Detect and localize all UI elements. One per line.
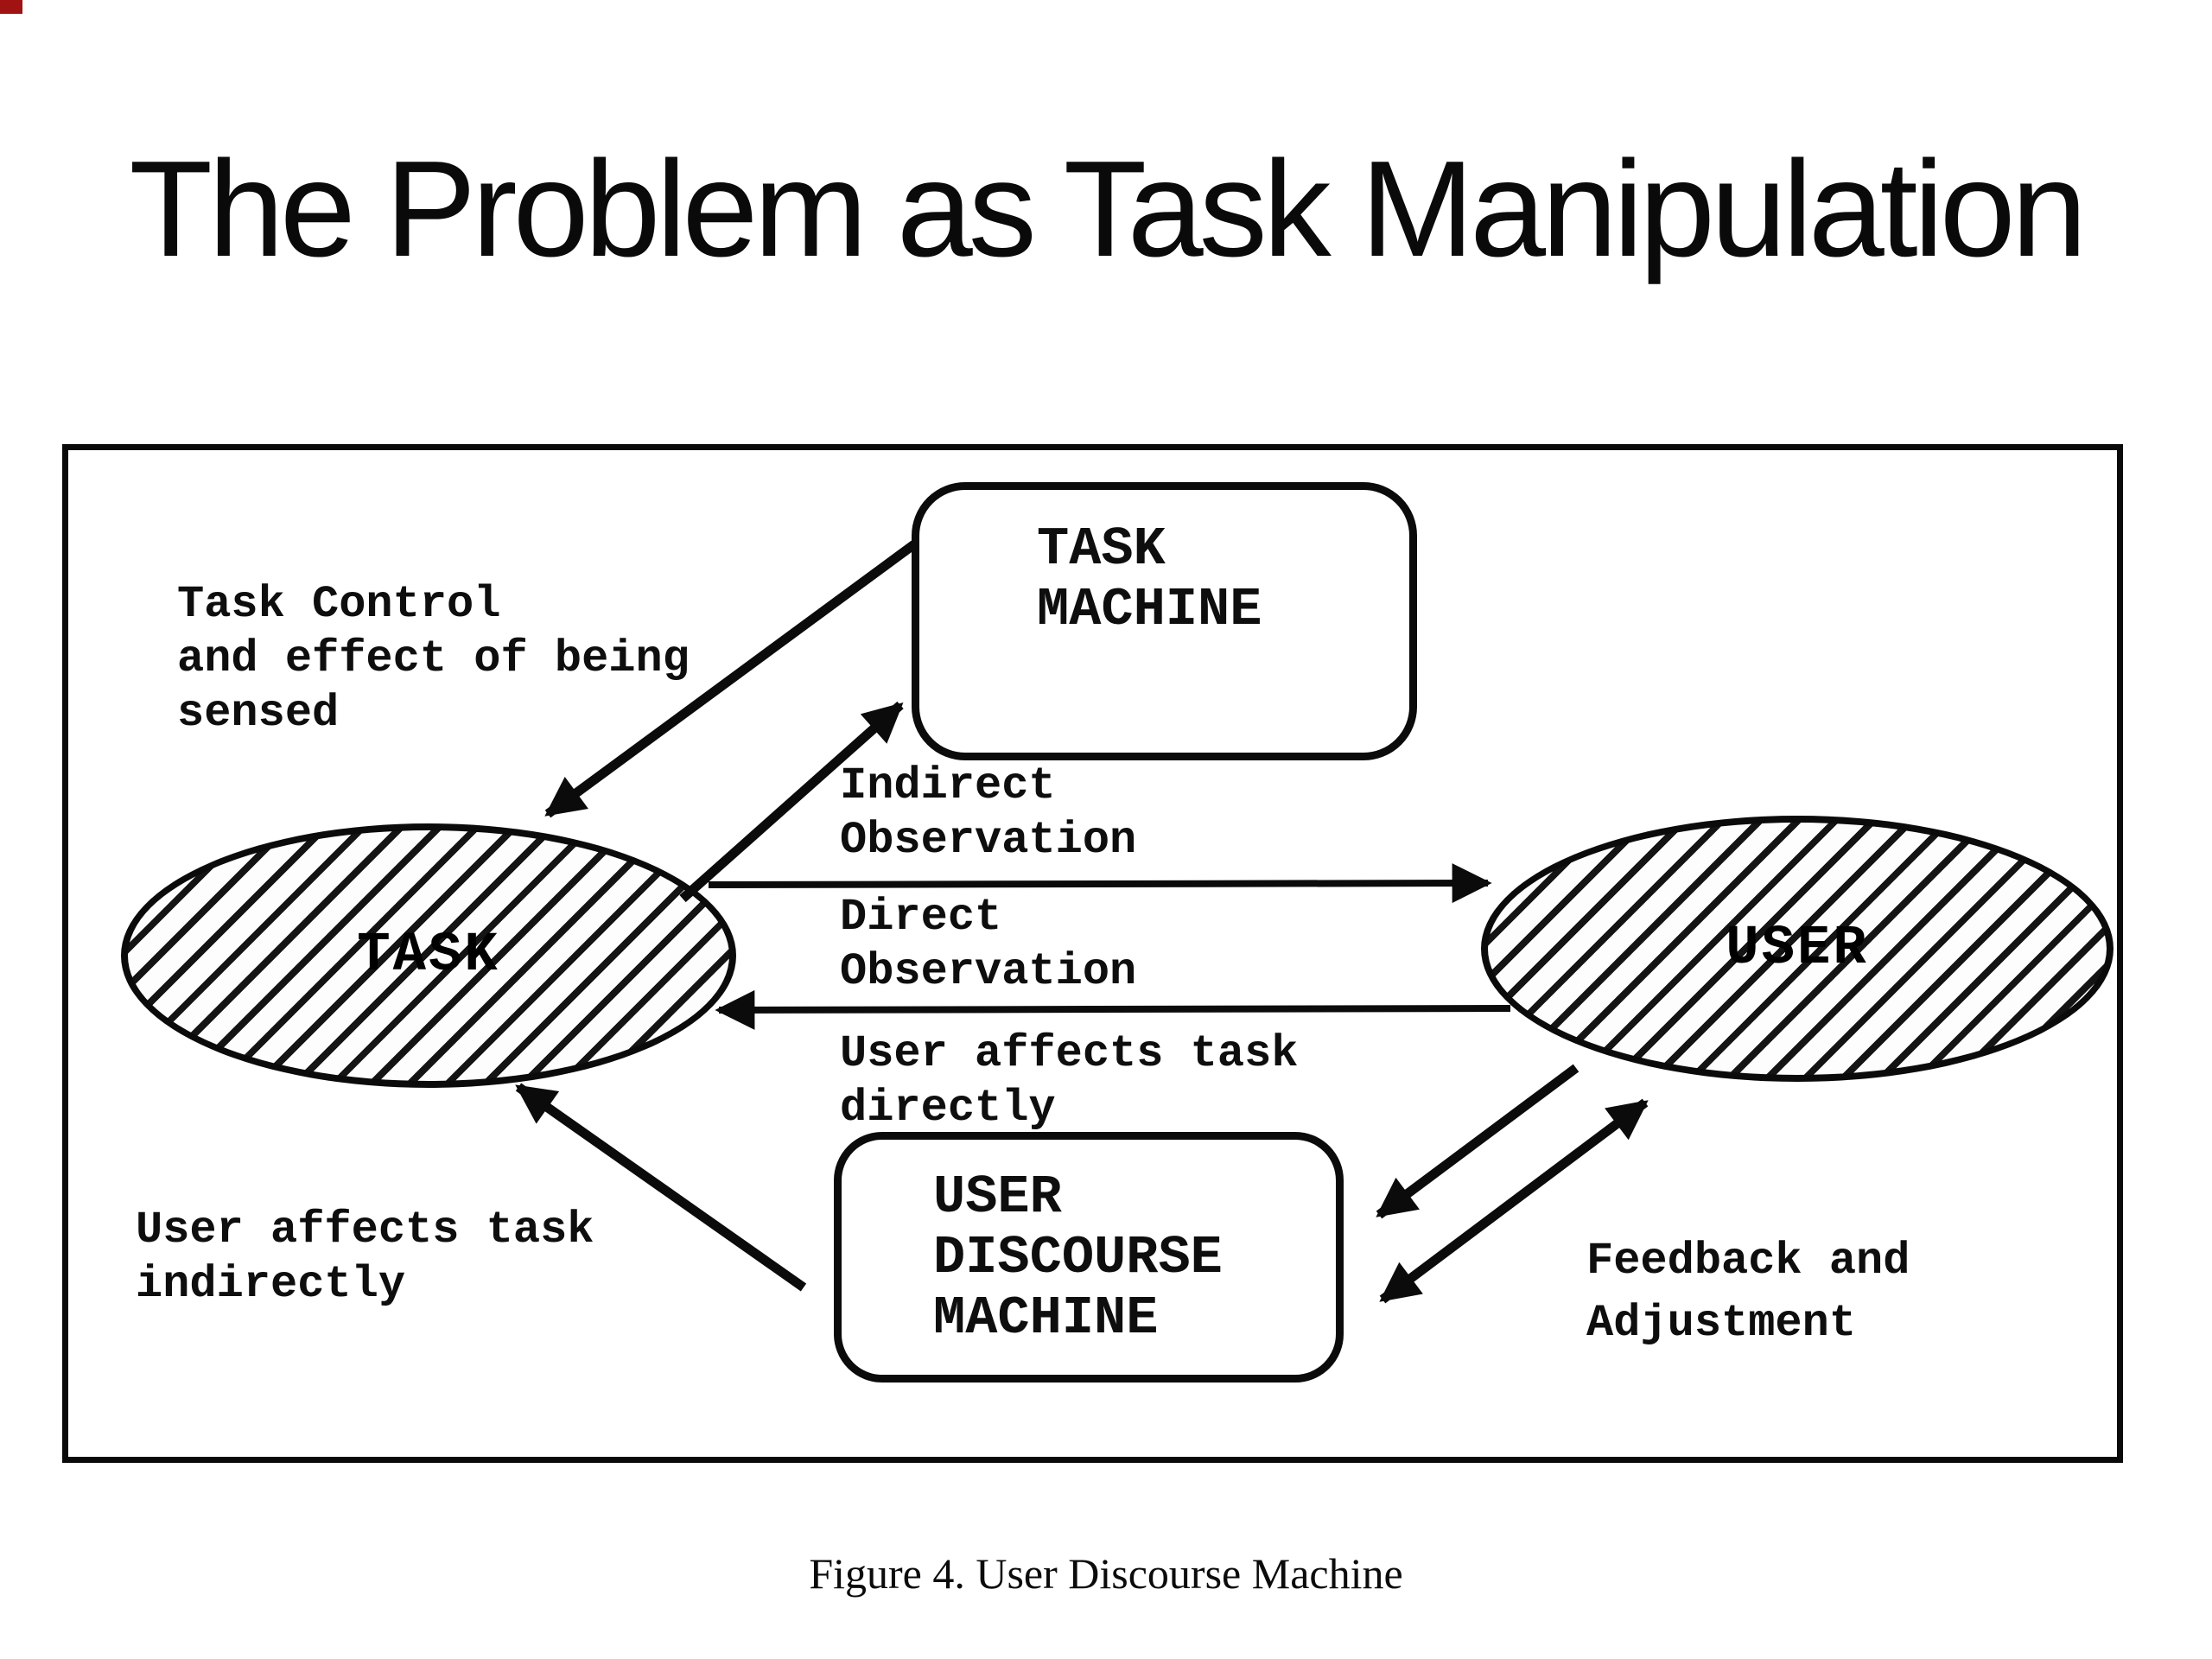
label-line: User affects task [136, 1205, 594, 1255]
label-line: Task Control [177, 579, 501, 630]
node-task-machine-line: MACHINE [1037, 579, 1262, 640]
node-udm-line: DISCOURSE [933, 1227, 1223, 1288]
node-user-discourse-machine: USER DISCOURSE MACHINE [834, 1132, 1344, 1382]
label-indirect-observation: Indirect Observation [840, 759, 1136, 868]
node-task-machine: TASK MACHINE [912, 482, 1417, 760]
label-line: User affects task [840, 1028, 1299, 1079]
node-task-ellipse: TASK [121, 823, 736, 1088]
task-ellipse-label: TASK [357, 925, 500, 987]
label-line: Observation [840, 815, 1137, 866]
figure-caption: Figure 4. User Discourse Machine [809, 1549, 1403, 1598]
node-udm-line: USER [933, 1166, 1062, 1228]
label-task-control: Task Control and effect of being sensed [177, 577, 690, 741]
label-line: Feedback and [1586, 1236, 1910, 1287]
label-line: and effect of being [177, 633, 690, 684]
label-line: Direct [840, 892, 1002, 943]
corner-mark [0, 0, 22, 14]
label-line: Observation [840, 946, 1137, 997]
label-user-affects-task-directly: User affects task directly [840, 1027, 1299, 1135]
label-line: Indirect [840, 760, 1056, 811]
label-line: Adjustment [1586, 1298, 1857, 1349]
label-direct-observation: Direct Observation [840, 890, 1136, 999]
label-line: directly [840, 1083, 1056, 1134]
label-line: indirectly [136, 1259, 406, 1310]
node-task-machine-line: TASK [1037, 518, 1166, 580]
label-user-affects-task-indirectly: User affects task indirectly [136, 1203, 594, 1312]
node-user-ellipse: USER [1481, 816, 2113, 1082]
label-feedback-adjustment: Feedback and Adjustment [1586, 1230, 1910, 1355]
node-udm-line: MACHINE [933, 1287, 1159, 1349]
slide-title: The Problem as Task Manipulation [129, 133, 2088, 285]
user-ellipse-label: USER [1726, 918, 1869, 980]
label-line: sensed [177, 688, 340, 739]
